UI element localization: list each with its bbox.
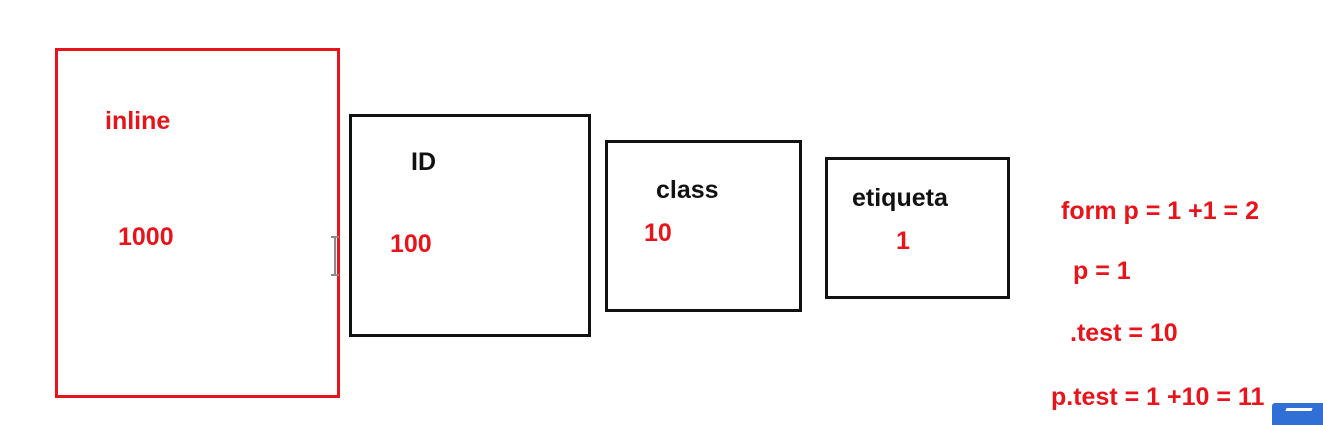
label-class: class (656, 176, 719, 204)
label-inline: inline (105, 107, 171, 135)
box-class (605, 140, 802, 312)
value-id: 100 (390, 230, 432, 258)
box-id (349, 114, 591, 337)
example-p: p = 1 (1073, 257, 1131, 285)
value-class: 10 (644, 219, 672, 247)
label-id: ID (411, 148, 436, 176)
box-etiqueta (825, 157, 1010, 299)
label-etiqueta: etiqueta (852, 184, 948, 212)
text-cursor-icon (331, 236, 339, 276)
example-form-p: form p = 1 +1 = 2 (1061, 197, 1260, 225)
example-test-class: .test = 10 (1070, 319, 1178, 347)
value-etiqueta: 1 (896, 227, 910, 255)
value-inline: 1000 (118, 223, 174, 251)
example-p-test: p.test = 1 +10 = 11 (1051, 383, 1265, 411)
player-control-icon[interactable] (1272, 403, 1323, 425)
box-inline (55, 48, 340, 398)
